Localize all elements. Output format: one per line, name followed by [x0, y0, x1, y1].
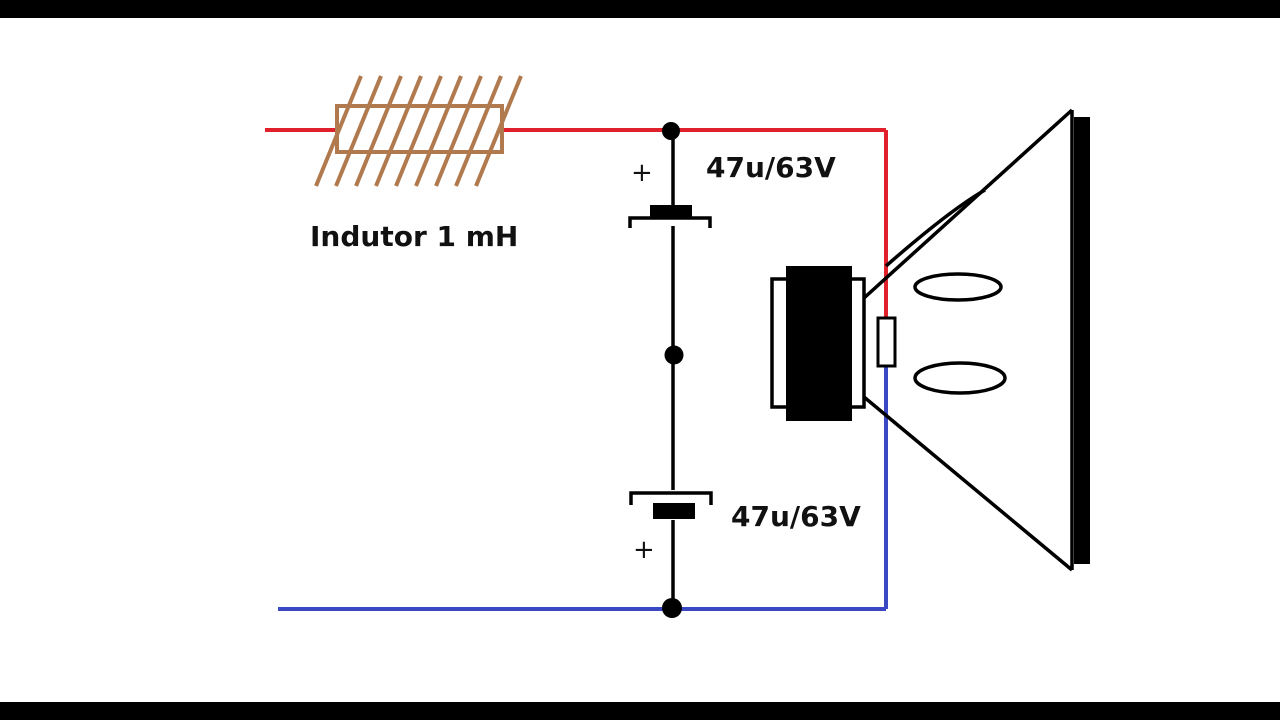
speaker-opening-bottom [913, 361, 1007, 395]
capacitor-top [628, 205, 712, 228]
speaker-front-rim [1074, 117, 1090, 564]
capacitor-top-plus-sign: + [631, 158, 653, 188]
negative-wire [278, 366, 888, 611]
junction-dot-top [662, 122, 680, 140]
positive-wire [265, 128, 888, 320]
junction-dot-middle [664, 345, 684, 365]
capacitor-bottom [629, 491, 713, 519]
inductor-symbol [314, 75, 523, 187]
speaker-opening-top [913, 272, 1003, 302]
capacitor-bottom-plus-sign: + [633, 535, 655, 565]
speaker-terminal [876, 316, 897, 368]
junction-dot-bottom [662, 598, 682, 618]
speaker-symbol [770, 108, 1090, 572]
capacitor-bottom-label: 47u/63V [731, 500, 861, 533]
inductor-label: Indutor 1 mH [310, 220, 518, 253]
speaker-cone [862, 108, 1074, 572]
capacitor-top-label: 47u/63V [706, 151, 836, 184]
speaker-magnet [786, 266, 852, 421]
